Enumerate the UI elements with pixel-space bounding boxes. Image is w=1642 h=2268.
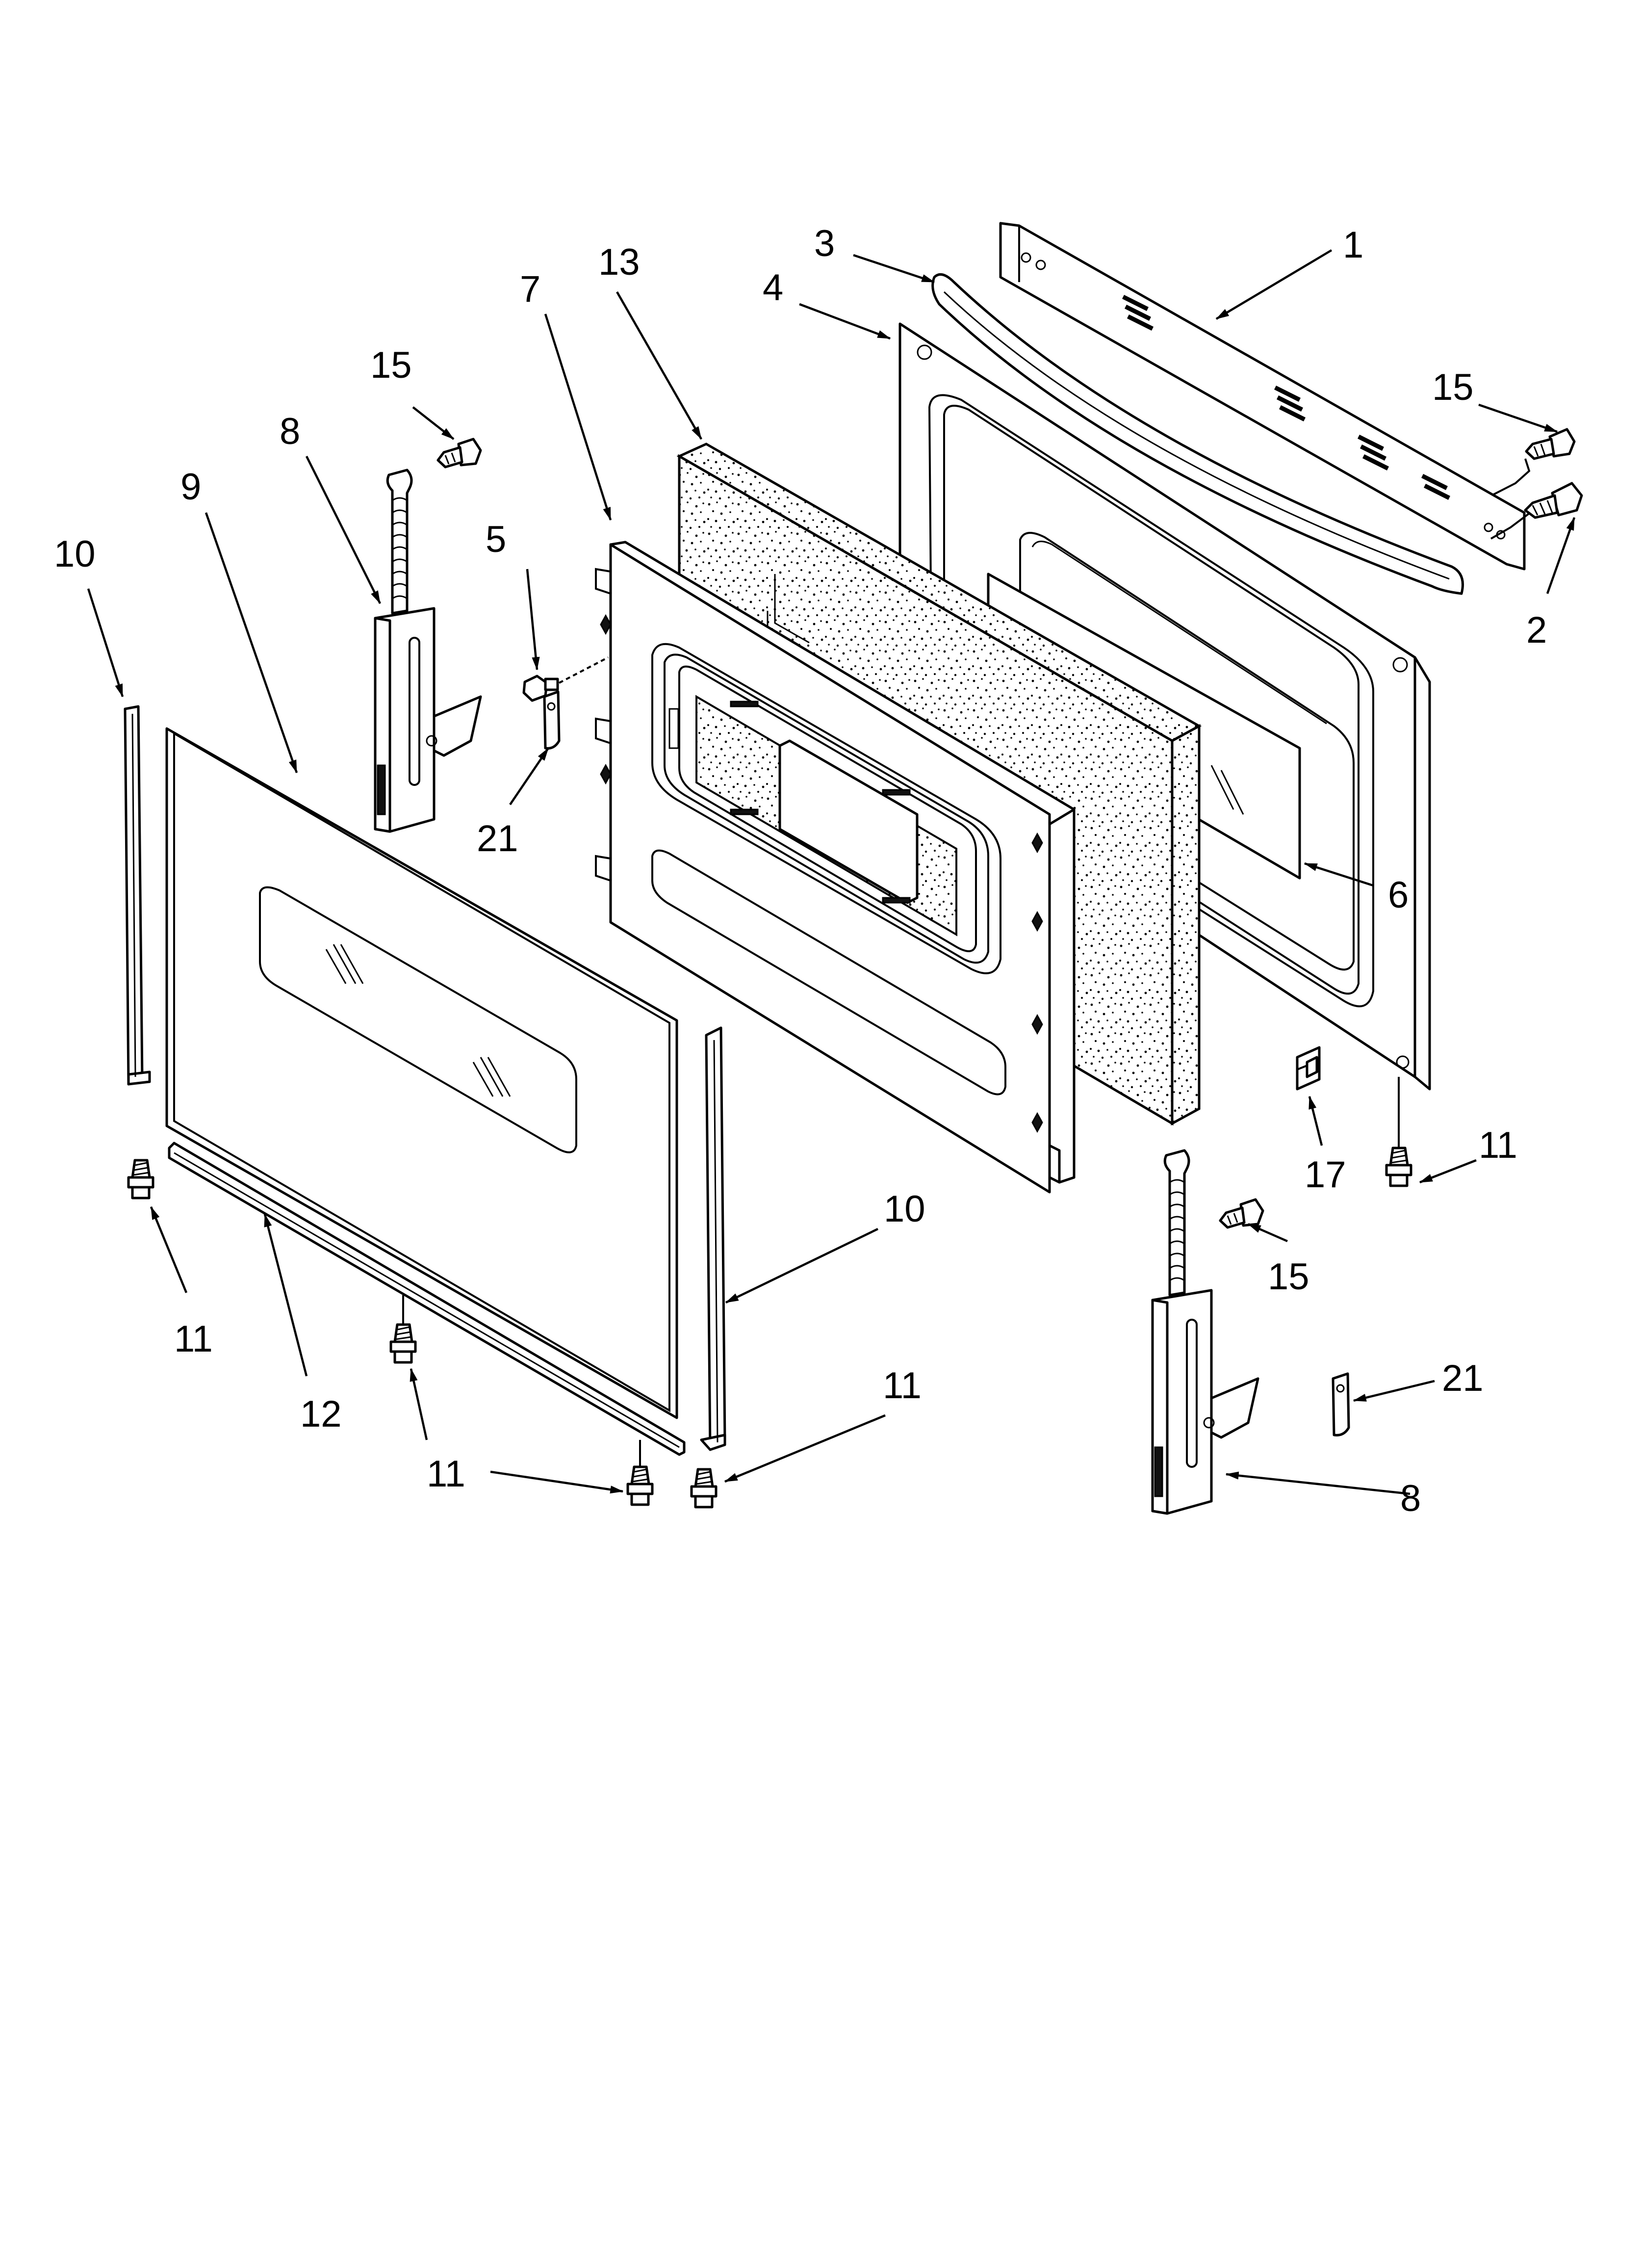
hinge-top	[374, 469, 482, 833]
bracket-21-top	[543, 690, 561, 750]
bracket-21-bottom	[1332, 1372, 1350, 1436]
callout-12: 12	[300, 1393, 342, 1435]
callout-3: 3	[814, 223, 835, 264]
screw-11-right	[690, 1468, 718, 1509]
callout-15-right: 15	[1432, 366, 1474, 408]
screw-11-center	[389, 1295, 417, 1364]
callout-11-mid: 11	[427, 1453, 465, 1495]
callout-4: 4	[763, 267, 783, 309]
callout-21-top: 21	[477, 818, 518, 860]
screw-15-right	[1525, 428, 1576, 460]
callout-labels: 1 2 3 4 5 6 7 8 8 9 10 10 11 11 11 11 12…	[54, 223, 1547, 1519]
clip-17	[1296, 1046, 1321, 1091]
callout-15-top: 15	[370, 344, 412, 386]
callout-7: 7	[520, 268, 540, 310]
screw-2	[1524, 482, 1583, 519]
callout-2: 2	[1526, 609, 1547, 651]
door-frame	[595, 541, 1076, 1194]
door-handle	[931, 273, 1464, 595]
callout-17: 17	[1305, 1154, 1346, 1196]
screw-11-mid	[626, 1440, 654, 1506]
outer-door-glass	[165, 727, 678, 1419]
hinge-bottom	[1151, 1149, 1259, 1515]
side-trim-left	[124, 705, 151, 1086]
callout-6: 6	[1388, 874, 1409, 916]
callout-13: 13	[598, 241, 640, 283]
callout-15-lower: 15	[1268, 1256, 1309, 1298]
control-panel-trim	[999, 222, 1526, 571]
callout-11-center: 11	[883, 1365, 922, 1407]
callout-1: 1	[1343, 224, 1363, 266]
screw-11-left	[127, 1159, 154, 1199]
callout-10-right: 10	[884, 1188, 925, 1230]
bottom-trim	[168, 1142, 686, 1456]
side-trim-right	[700, 1026, 726, 1451]
screw-15-top	[436, 438, 482, 469]
callout-8-top: 8	[280, 411, 300, 452]
screw-15-lower	[1219, 1198, 1264, 1229]
callout-5: 5	[486, 519, 506, 560]
callout-8-bottom: 8	[1400, 1478, 1421, 1519]
callout-11-right: 11	[1479, 1124, 1517, 1166]
callout-11-left: 11	[174, 1318, 213, 1360]
screw-11-far-right	[1385, 1077, 1412, 1187]
callout-9: 9	[180, 466, 201, 508]
leader-lines	[87, 249, 1576, 1495]
callout-21-bottom: 21	[1442, 1357, 1484, 1399]
callout-10-left: 10	[54, 533, 96, 575]
